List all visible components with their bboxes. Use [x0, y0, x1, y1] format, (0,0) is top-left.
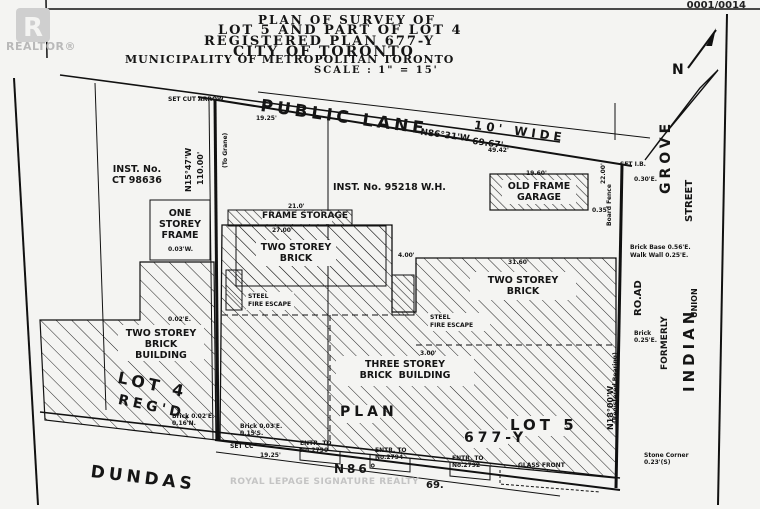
entrance-2: ENTR. TO No.2794 [375, 447, 407, 461]
fire-escape-a [225, 269, 243, 311]
title-line1: PLAN OF SURVEY OF [258, 13, 436, 27]
garage-depth: 22.00' [600, 163, 607, 184]
title-scale: SCALE : 1" = 15' [314, 65, 439, 76]
fire-escape-b [391, 274, 415, 316]
one-storey-frame-label: ONE STOREY FRAME [158, 208, 202, 241]
set-cut-arrow: SET CUT ARROW [168, 96, 224, 103]
grove-label: GROVE [658, 119, 674, 194]
street-label: STREET [684, 179, 695, 222]
formerly-label: FORMERLY [660, 316, 670, 370]
offset-002e: 0.02'E. [168, 316, 192, 323]
offset-003w: 0.03'W. [168, 246, 194, 253]
entrance-3: ENTR. TO No.2792 [452, 455, 484, 469]
offset-030: 0.30'E. [634, 176, 658, 183]
entrance-b [369, 455, 411, 473]
bldg-width-b: 27.00' [272, 227, 293, 234]
two-storey-brick-building-label: TWO STOREY BRICK BUILDING [125, 328, 197, 361]
road-label: RO.AD [633, 280, 644, 316]
fire-escape-a-label: STEEL FIRE ESCAPE [248, 293, 292, 308]
indian-label: INDIAN [680, 307, 698, 392]
lot5-label: LOT 5 [510, 416, 578, 434]
plan-label: PLAN [340, 404, 398, 420]
south-bearing: N86° [334, 462, 379, 476]
one-storey-frame [149, 199, 211, 261]
west-dist: 110.00' [196, 151, 205, 185]
realtor-logo-icon: R [6, 6, 82, 56]
bldg-width-a: 21.0' [288, 203, 305, 210]
title-line5: MUNICIPALITY OF METROPOLITAN TORONTO [125, 53, 455, 66]
east-property-line [614, 164, 624, 489]
dundas-front-line [214, 439, 621, 491]
lane-south-line [197, 96, 633, 167]
lane-right: 49.42' [488, 147, 509, 154]
inst-west: INST. No. CT 98636 [112, 164, 162, 186]
two-storey-brick-west-label: TWO STOREY BRICK [260, 242, 332, 264]
brick-025: Brick 0.25'E. [634, 330, 658, 344]
north-arrow-icon: N [672, 28, 717, 78]
title-line2: LOT 5 AND PART OF LOT 4 [218, 23, 463, 38]
frame-right [717, 13, 728, 506]
brick-west: Brick 0.02'E. 0.16'N. [172, 413, 215, 427]
garage-width: 19.60' [526, 170, 547, 177]
three-storey-label: THREE STOREY BRICK BUILDING [359, 359, 451, 381]
garage-label: OLD FRAME GARAGE [507, 181, 571, 203]
brick-base: Brick Base 0.56'E. [630, 244, 691, 251]
inst-central: INST. No. 95218 W.H. [333, 182, 446, 193]
offset-035: 0.35' [592, 207, 609, 214]
title-line4: CITY OF TORONTO [233, 44, 415, 60]
entrance-1: ENTR. TO No.2790 [300, 440, 332, 454]
grove-street-edge [644, 69, 719, 161]
south-partial: 19.25' [260, 452, 281, 459]
two-storey-brick-east-label: TWO STOREY BRICK [487, 275, 559, 297]
frame-storage-label: FRAME STORAGE [262, 211, 348, 221]
watermark-bottom: ROYAL LEPAGE SIGNATURE REALTY [230, 477, 420, 487]
title-line3: REGISTERED PLAN 677-Y [204, 34, 436, 49]
walk-wall: Walk Wall 0.25'E. [630, 252, 689, 259]
south-dist: 69. [426, 480, 444, 491]
entrance-a [299, 448, 341, 465]
offset-300: 3.00' [420, 350, 437, 357]
svg-text:N: N [672, 62, 684, 78]
brick-mid: Brick 0.03'E. 0.15'S. [240, 423, 283, 437]
set-ib: SET I.B. [620, 161, 646, 168]
west-note: (To Grane) [222, 132, 229, 168]
west-bearing: N15°47'W [184, 147, 193, 192]
lane-upper-line [257, 91, 651, 139]
offset-400: 4.00' [398, 252, 415, 259]
union-label: UNION [690, 288, 699, 318]
document-code: 0001/0014 [686, 0, 746, 11]
dundas-south-line [215, 451, 561, 497]
frame-left [13, 77, 39, 506]
glass-front-line [499, 470, 601, 493]
east-note: (Registered Bearing) [612, 352, 619, 423]
plan-no-label: 677-Y [464, 430, 528, 446]
set-cc: SET CC [230, 443, 254, 450]
west-property-line [213, 99, 220, 441]
entrance-c [449, 462, 491, 481]
stone-corner: Stone Corner 0.23'(S) [644, 452, 689, 466]
watermark-top: REALTOR® [6, 40, 77, 53]
glass-front: GLASS FRONT [518, 462, 565, 469]
lane-north-line [59, 74, 561, 143]
fire-escape-b-label: STEEL FIRE ESCAPE [430, 314, 474, 329]
svg-text:R: R [23, 13, 43, 43]
lane-partial: 19.25' [256, 115, 277, 122]
bldg-width-c: 31.60' [508, 259, 529, 266]
board-fence: Board Fence [606, 184, 613, 226]
